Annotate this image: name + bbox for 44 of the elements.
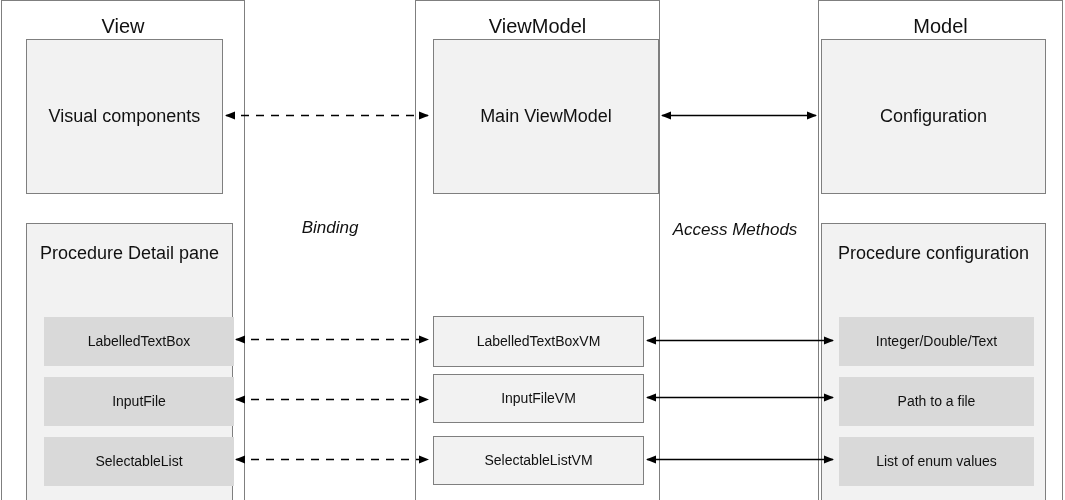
component-box — [26, 39, 223, 194]
node-label: Main ViewModel — [480, 105, 612, 128]
connector-arrow — [646, 455, 834, 464]
access-methods-label: Access Methods — [671, 219, 799, 241]
node-label: InputFileVM — [501, 389, 576, 408]
node-label: ViewModel — [488, 14, 587, 39]
binding-label: Binding — [300, 217, 360, 239]
pane-box — [26, 223, 233, 500]
connector-arrow — [235, 455, 429, 464]
node-label: Integer/Double/Text — [875, 332, 998, 351]
node-label: LabelledTextBoxVM — [476, 332, 601, 351]
item-box — [44, 377, 234, 426]
connector-arrow — [661, 111, 817, 120]
viewmodel-box — [433, 436, 644, 485]
layer-column — [415, 0, 660, 500]
node-label: Model — [913, 14, 968, 39]
node-label: Visual components — [48, 105, 201, 128]
viewmodel-box — [433, 374, 644, 423]
node-label: Path to a file — [897, 392, 976, 411]
pane-box — [821, 223, 1046, 500]
node-label: SelectableList — [95, 452, 183, 471]
layer-column — [818, 0, 1063, 500]
node-label: Procedure configuration — [837, 242, 1030, 265]
connector-arrow — [235, 395, 429, 404]
node-label: InputFile — [112, 392, 166, 411]
component-box — [821, 39, 1046, 194]
item-box — [44, 317, 234, 366]
layer-column — [1, 0, 245, 500]
component-box — [433, 39, 659, 194]
connector-arrow — [646, 336, 834, 345]
item-box — [839, 437, 1034, 486]
item-box — [44, 437, 234, 486]
node-label: SelectableListVM — [484, 451, 593, 470]
viewmodel-box — [433, 316, 644, 367]
item-box — [839, 377, 1034, 426]
connector-arrow — [646, 393, 834, 402]
node-label: Procedure Detail pane — [39, 242, 220, 265]
node-label: List of enum values — [876, 452, 997, 471]
connector-arrow — [225, 111, 429, 120]
connector-arrow — [235, 335, 429, 344]
node-label: Configuration — [879, 105, 988, 128]
node-label: LabelledTextBox — [87, 332, 191, 351]
node-label: View — [101, 14, 145, 39]
item-box — [839, 317, 1034, 366]
